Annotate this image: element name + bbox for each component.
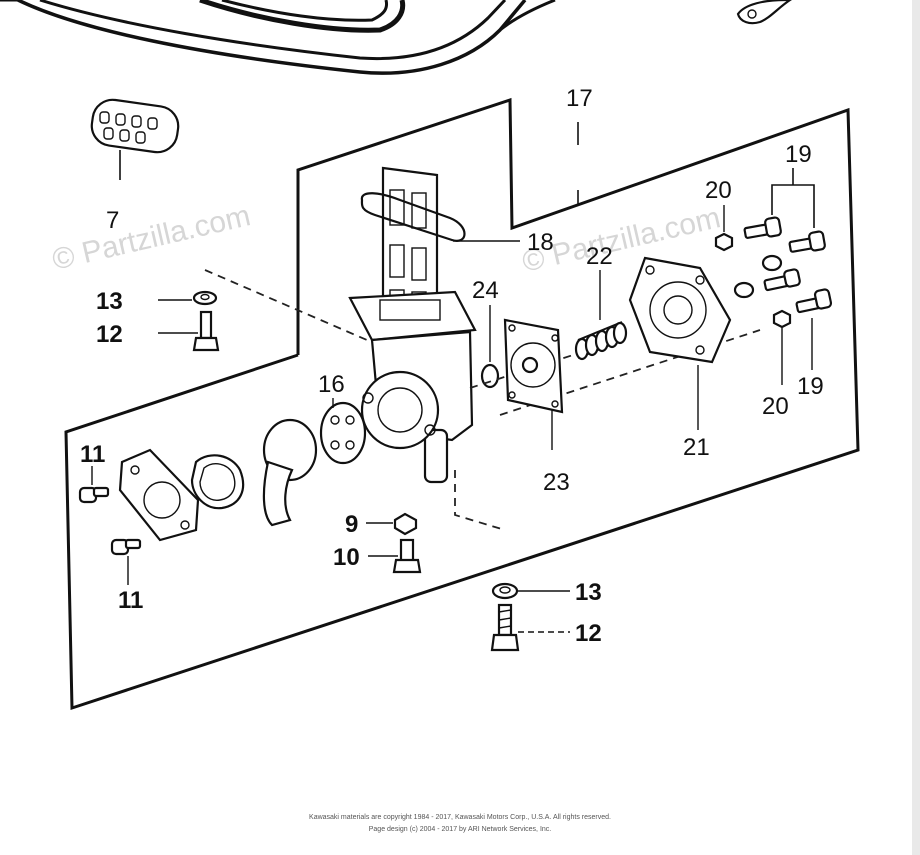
bolt-12-right — [490, 603, 570, 652]
part-18-gasket — [360, 192, 520, 242]
callout-23: 23 — [543, 469, 570, 496]
guide-line — [204, 269, 391, 351]
guide-line-4 — [454, 470, 506, 531]
lever-gasket — [190, 454, 245, 510]
callout-17: 17 — [566, 85, 593, 112]
part-16-valve-disc — [319, 398, 367, 465]
mounting-bracket — [736, 0, 792, 25]
copyright-line-2: Page design (c) 2004 - 2017 by ARI Netwo… — [368, 826, 552, 833]
fuel-tank-outline — [0, 0, 556, 75]
part-11-screws — [78, 466, 142, 585]
callout-16: 16 — [318, 371, 345, 398]
part-24-oring — [480, 305, 500, 389]
callout-20-top: 20 — [705, 177, 732, 204]
mounting-plate — [118, 448, 200, 542]
callout-22: 22 — [586, 243, 613, 270]
part-9-nut — [366, 512, 418, 536]
callout-20-bottom: 20 — [762, 393, 789, 420]
part-22-spring — [574, 270, 628, 361]
callout-7: 7 — [106, 207, 119, 234]
callout-21: 21 — [683, 434, 710, 461]
watermark-left: © Partzilla.com — [49, 199, 253, 277]
callout-10: 10 — [333, 544, 360, 571]
copyright-line-1: Kawasaki materials are copyright 1984 - … — [309, 814, 611, 821]
bolt-12-left — [158, 310, 220, 352]
scrollbar-track[interactable] — [912, 0, 920, 855]
exploded-parts-diagram: © Partzilla.com © Partzilla.com — [0, 0, 860, 711]
callout-13-right: 13 — [575, 579, 602, 606]
callout-9: 9 — [345, 511, 358, 538]
callout-19-top: 19 — [785, 141, 812, 168]
fuel-valve-body — [348, 166, 477, 484]
callout-11-top: 11 — [80, 441, 105, 468]
screws-19-20 — [714, 168, 833, 385]
callout-19-bottom: 19 — [797, 373, 824, 400]
part-21-cover — [628, 256, 732, 430]
copyright-footer: Kawasaki materials are copyright 1984 - … — [0, 812, 920, 836]
callout-12-left: 12 — [96, 321, 123, 348]
callout-18: 18 — [527, 229, 554, 256]
washer-13-left — [158, 290, 218, 306]
fuel-lever — [262, 418, 318, 527]
part-10-bolt — [368, 538, 422, 574]
callout-12-right: 12 — [575, 620, 602, 647]
part-7-grip — [90, 98, 180, 180]
callout-11-bottom: 11 — [118, 587, 143, 614]
part-23-diaphragm — [503, 318, 564, 450]
callout-13-left: 13 — [96, 288, 123, 315]
washer-13-right — [491, 582, 570, 600]
assembly-frame — [64, 97, 860, 711]
callout-24: 24 — [472, 277, 499, 304]
